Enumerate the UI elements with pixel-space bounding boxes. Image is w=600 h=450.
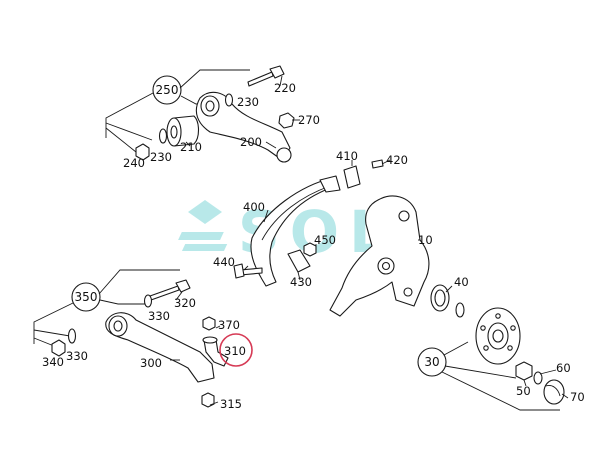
- washer-part: [158, 128, 168, 144]
- label-340: 340: [42, 355, 64, 369]
- callout-bubble-250: [152, 75, 182, 105]
- label-370: 370: [218, 318, 240, 332]
- bolt-part: [247, 71, 274, 87]
- label-10: 10: [418, 233, 433, 247]
- leader-lines: [170, 75, 569, 406]
- steering-knuckle-part: [329, 195, 430, 317]
- label-315: 315: [220, 397, 242, 411]
- label-330-lower: 330: [66, 349, 88, 363]
- hub-group: 30: [417, 284, 565, 411]
- lower-control-arm-group: 350: [33, 269, 253, 408]
- callout-bubble-30: [417, 347, 447, 377]
- label-230-lower: 230: [150, 150, 172, 164]
- label-310: 310: [224, 344, 246, 358]
- label-240: 240: [123, 156, 145, 170]
- callout-bubble-350: [71, 282, 101, 312]
- label-220: 220: [274, 81, 296, 95]
- label-60: 60: [556, 361, 571, 375]
- label-210: 210: [180, 140, 202, 154]
- label-440: 440: [213, 255, 235, 269]
- highlight-circle-310: [219, 333, 253, 367]
- label-420: 420: [386, 153, 408, 167]
- label-50: 50: [516, 384, 531, 398]
- label-450: 450: [314, 233, 336, 247]
- label-320: 320: [174, 296, 196, 310]
- callout-label-350: 350: [75, 290, 98, 304]
- label-270: 270: [298, 113, 320, 127]
- part-labels: 10 40 50 60 70 200 210 220 230 230 240 2…: [42, 81, 585, 411]
- label-40: 40: [454, 275, 469, 289]
- label-200: 200: [240, 135, 262, 149]
- label-430: 430: [290, 275, 312, 289]
- label-230-upper: 230: [237, 95, 259, 109]
- label-300: 300: [140, 356, 162, 370]
- callout-label-30: 30: [424, 355, 439, 369]
- upper-control-arm-group: 250: [105, 65, 295, 163]
- label-410: 410: [336, 149, 358, 163]
- callout-label-250: 250: [156, 83, 179, 97]
- label-400: 400: [243, 200, 265, 214]
- nut-part: [135, 143, 150, 161]
- knuckle-group: [233, 159, 430, 317]
- label-330-upper: 330: [148, 309, 170, 323]
- dust-cap-part: [543, 379, 565, 405]
- label-70: 70: [570, 390, 585, 404]
- lower-control-arm-body: [105, 312, 215, 383]
